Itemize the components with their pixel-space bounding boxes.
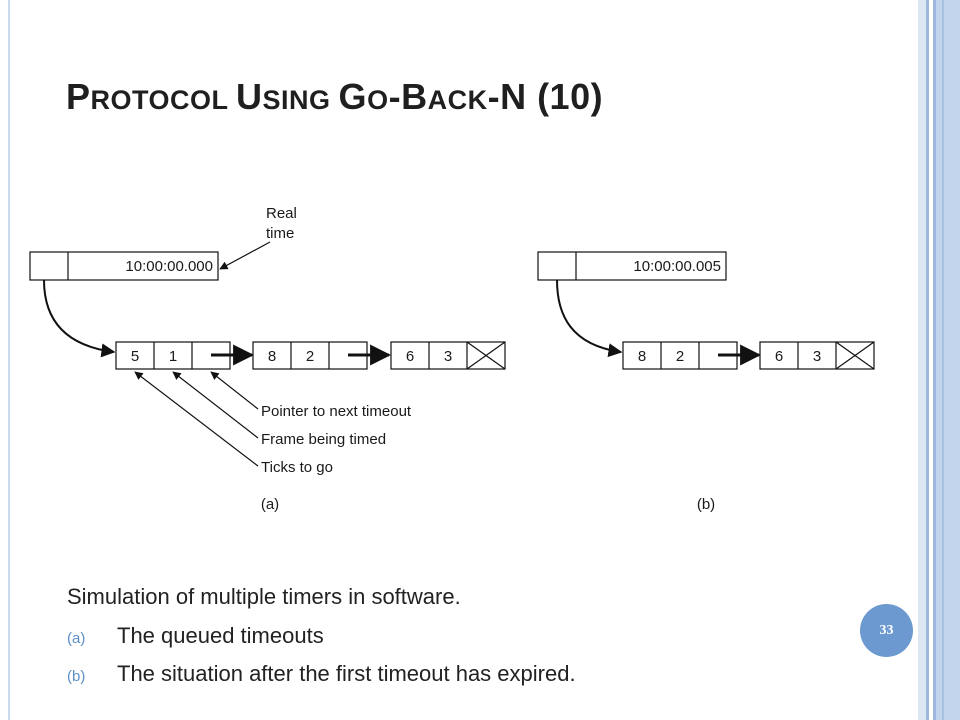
ticks-to-go-value: 5 bbox=[131, 348, 139, 365]
frame-label-arrow bbox=[172, 371, 259, 439]
page-number-badge: 33 bbox=[860, 604, 913, 657]
clock-box-b bbox=[537, 251, 727, 281]
title-part: ACK bbox=[427, 85, 488, 115]
panel-label-b: (b) bbox=[697, 496, 715, 513]
right-decoration-stripe bbox=[918, 0, 926, 720]
ticks-to-go-value: 6 bbox=[406, 348, 414, 365]
null-pointer-cross bbox=[835, 341, 875, 370]
real-time-label: Real bbox=[266, 205, 297, 222]
list-marker: (a) bbox=[67, 630, 86, 647]
real-time-label: time bbox=[266, 225, 294, 242]
frame-value: 1 bbox=[169, 348, 177, 365]
title-part: O bbox=[367, 85, 389, 115]
timer-node: 6 3 bbox=[390, 341, 506, 370]
pointer-label-arrow bbox=[210, 371, 259, 410]
ticks-label: Ticks to go bbox=[261, 459, 333, 476]
title-part: -N (10) bbox=[487, 76, 604, 117]
slide-title: PROTOCOL USING GO-BACK-N (10) bbox=[66, 76, 603, 118]
ticks-to-go-value: 8 bbox=[638, 348, 646, 365]
timer-queue-diagram: 10:00:00.000 Real time 5 1 8 2 bbox=[29, 205, 875, 513]
ticks-to-go-value: 6 bbox=[775, 348, 783, 365]
panel-label-a: (a) bbox=[261, 496, 279, 513]
list-item: (a) The queued timeouts bbox=[67, 623, 324, 649]
frame-label: Frame being timed bbox=[261, 431, 386, 448]
clock-box-a bbox=[29, 251, 219, 281]
null-pointer-cross bbox=[466, 341, 506, 370]
title-part: G bbox=[338, 76, 368, 117]
head-pointer-arrow-b bbox=[556, 279, 623, 358]
panel-b: 10:00:00.005 8 2 6 3 (b) bbox=[537, 251, 875, 513]
pointer-label: Pointer to next timeout bbox=[261, 403, 412, 420]
frame-value: 3 bbox=[444, 348, 452, 365]
right-decoration-stripe bbox=[942, 0, 944, 720]
left-border-line bbox=[8, 0, 10, 720]
list-item-text: The situation after the first timeout ha… bbox=[117, 661, 576, 686]
title-part: ROTOCOL bbox=[90, 85, 237, 115]
head-pointer-arrow-a bbox=[43, 279, 116, 358]
ticks-label-arrow bbox=[134, 371, 259, 467]
title-part: P bbox=[66, 76, 91, 117]
list-item-text: The queued timeouts bbox=[117, 623, 324, 648]
clock-value-b: 10:00:00.005 bbox=[633, 258, 721, 275]
timer-node: 6 3 bbox=[759, 341, 875, 370]
slide-caption: Simulation of multiple timers in softwar… bbox=[67, 584, 461, 609]
panel-a: 10:00:00.000 Real time 5 1 8 2 bbox=[29, 205, 506, 513]
title-part: U bbox=[236, 76, 263, 117]
right-decoration-stripe bbox=[926, 0, 929, 720]
right-decoration-stripe bbox=[929, 0, 933, 720]
list-item: (b) The situation after the first timeout… bbox=[67, 661, 576, 687]
frame-value: 2 bbox=[306, 348, 314, 365]
ticks-to-go-value: 8 bbox=[268, 348, 276, 365]
right-decoration-stripe bbox=[933, 0, 936, 720]
list-marker: (b) bbox=[67, 668, 86, 685]
title-part: SING bbox=[262, 85, 339, 115]
real-time-arrow bbox=[219, 241, 271, 270]
frame-value: 2 bbox=[676, 348, 684, 365]
title-part: -B bbox=[388, 76, 428, 117]
clock-value-a: 10:00:00.000 bbox=[125, 258, 213, 275]
frame-value: 3 bbox=[813, 348, 821, 365]
right-decoration-stripe bbox=[936, 0, 960, 720]
